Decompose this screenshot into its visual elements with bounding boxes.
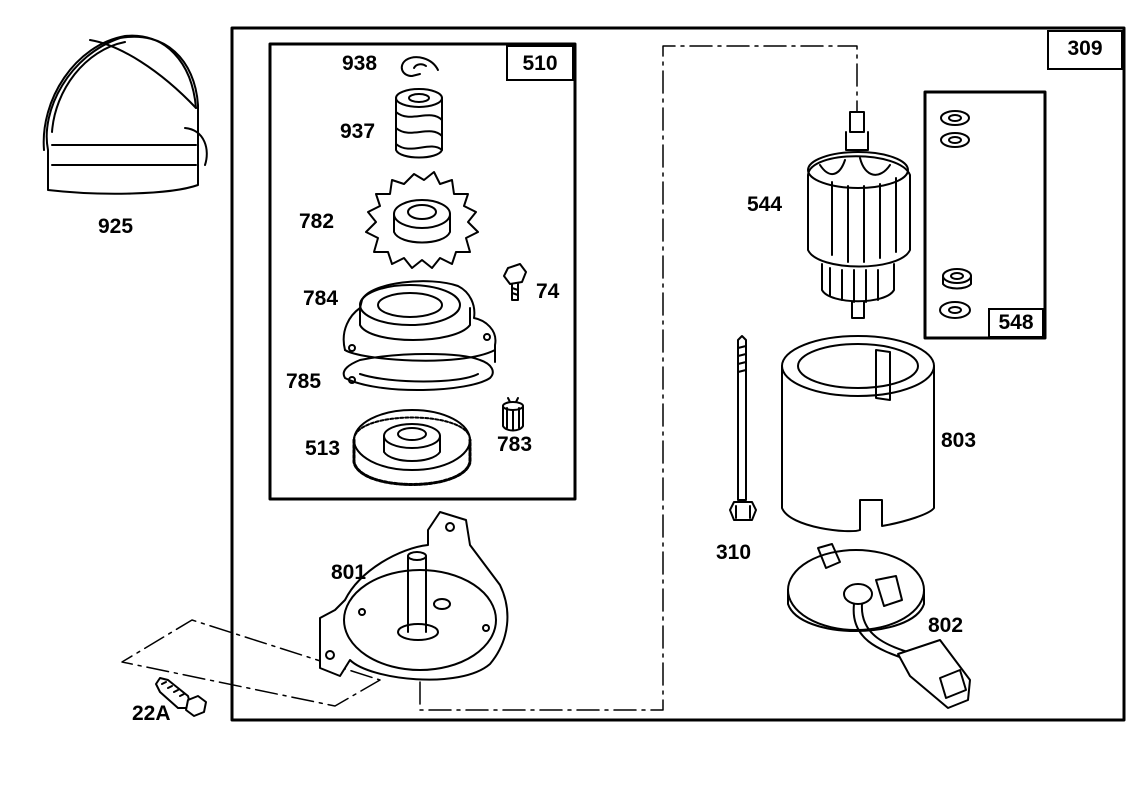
brush-kit-frame xyxy=(923,90,1047,340)
through-bolt-310 xyxy=(729,335,757,521)
small-gear-783 xyxy=(502,397,524,432)
brush-kit-pieces xyxy=(939,110,972,319)
leader-lines xyxy=(121,45,858,711)
label-assembly-510: 510 xyxy=(506,45,574,81)
label-part-513: 513 xyxy=(305,437,341,460)
drive-housing-784 xyxy=(342,280,497,363)
end-cap-801 xyxy=(319,511,509,681)
label-assembly-309: 309 xyxy=(1047,30,1123,70)
label-assembly-548: 548 xyxy=(988,308,1044,338)
gasket-785 xyxy=(342,353,494,392)
motor-frame-803 xyxy=(781,335,935,533)
ring-gear-513 xyxy=(352,409,472,486)
brush-plate-802 xyxy=(787,543,971,709)
label-part-22a: 22A xyxy=(132,702,171,725)
screw-22a xyxy=(155,677,207,717)
label-part-785: 785 xyxy=(286,370,322,393)
drive-kit-frame xyxy=(268,42,577,501)
label-part-783: 783 xyxy=(497,433,533,456)
label-part-938: 938 xyxy=(342,52,378,75)
helix-sleeve-937 xyxy=(395,88,443,159)
label-part-801: 801 xyxy=(331,561,367,584)
label-part-310: 310 xyxy=(716,541,752,564)
label-part-802: 802 xyxy=(928,614,964,637)
label-part-74: 74 xyxy=(536,280,560,303)
label-part-782: 782 xyxy=(299,210,335,233)
armature-544 xyxy=(807,111,911,319)
label-part-937: 937 xyxy=(340,120,376,143)
screw-74 xyxy=(503,263,527,301)
label-part-544: 544 xyxy=(747,193,783,216)
label-part-803: 803 xyxy=(941,429,977,452)
retaining-ring-938 xyxy=(400,56,439,77)
pinion-gear-782 xyxy=(365,171,479,269)
cover-part-925 xyxy=(42,34,208,195)
label-part-784: 784 xyxy=(303,287,339,310)
label-part-925: 925 xyxy=(98,215,134,238)
starter-assembly-frame xyxy=(230,26,1126,722)
